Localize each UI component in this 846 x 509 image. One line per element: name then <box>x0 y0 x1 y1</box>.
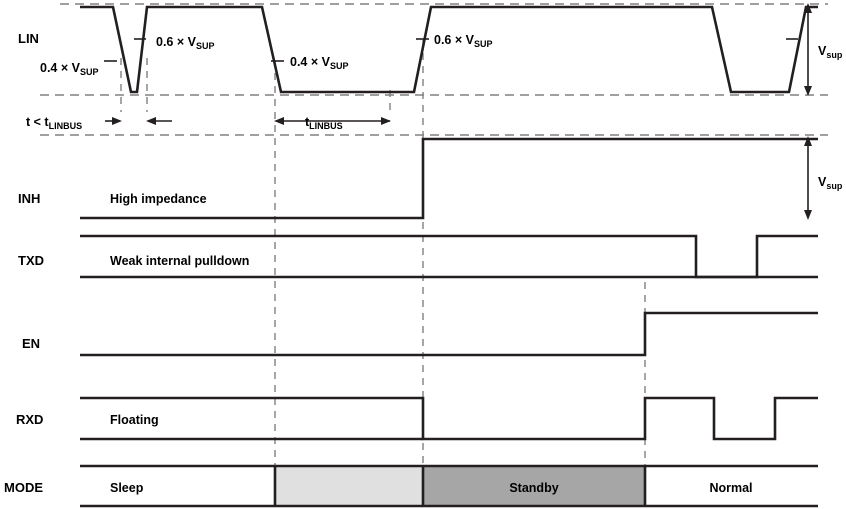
mode-segment-standby-fill <box>423 466 645 506</box>
vertical-guide-lines <box>120 40 646 465</box>
inh-signal-trace <box>80 137 818 220</box>
inh-vsup-dimension <box>804 136 812 220</box>
mode-segment-sleep-fill <box>80 466 275 506</box>
tlinbus-arrow-head-left <box>274 117 284 125</box>
vsup-inh-arrow-down <box>804 210 812 220</box>
vsup-inh-arrow-up <box>804 136 812 146</box>
tlinbus-arrow-head-right <box>381 117 391 125</box>
lin-threshold-ticks <box>104 38 798 62</box>
mode-segment-normal-fill <box>645 466 818 506</box>
mode-bar-outline <box>80 464 818 508</box>
en-signal-trace <box>80 311 818 357</box>
vsup-lin-arrow-up <box>804 3 812 13</box>
t-short-arrow-head <box>112 117 122 125</box>
rxd-signal-trace-top <box>80 396 818 441</box>
timing-arrows <box>105 117 391 125</box>
mode-segment-dividers <box>273 466 647 506</box>
lin-vsup-dimension <box>804 3 812 96</box>
inh-waveform <box>80 137 818 220</box>
mode-bar <box>80 464 818 508</box>
lin-waveform <box>80 5 818 94</box>
vsup-lin-arrow-down <box>804 86 812 96</box>
lin-signal-trace <box>80 5 818 94</box>
rxd-waveform <box>80 396 818 441</box>
horizontal-guide-lines <box>40 3 828 136</box>
txd-signal-trace-top <box>80 234 818 279</box>
en-waveform <box>80 311 818 357</box>
txd-waveform <box>80 234 818 279</box>
mode-segment-transition-fill <box>275 466 423 506</box>
pulse-gap-arrow-head <box>146 117 156 125</box>
